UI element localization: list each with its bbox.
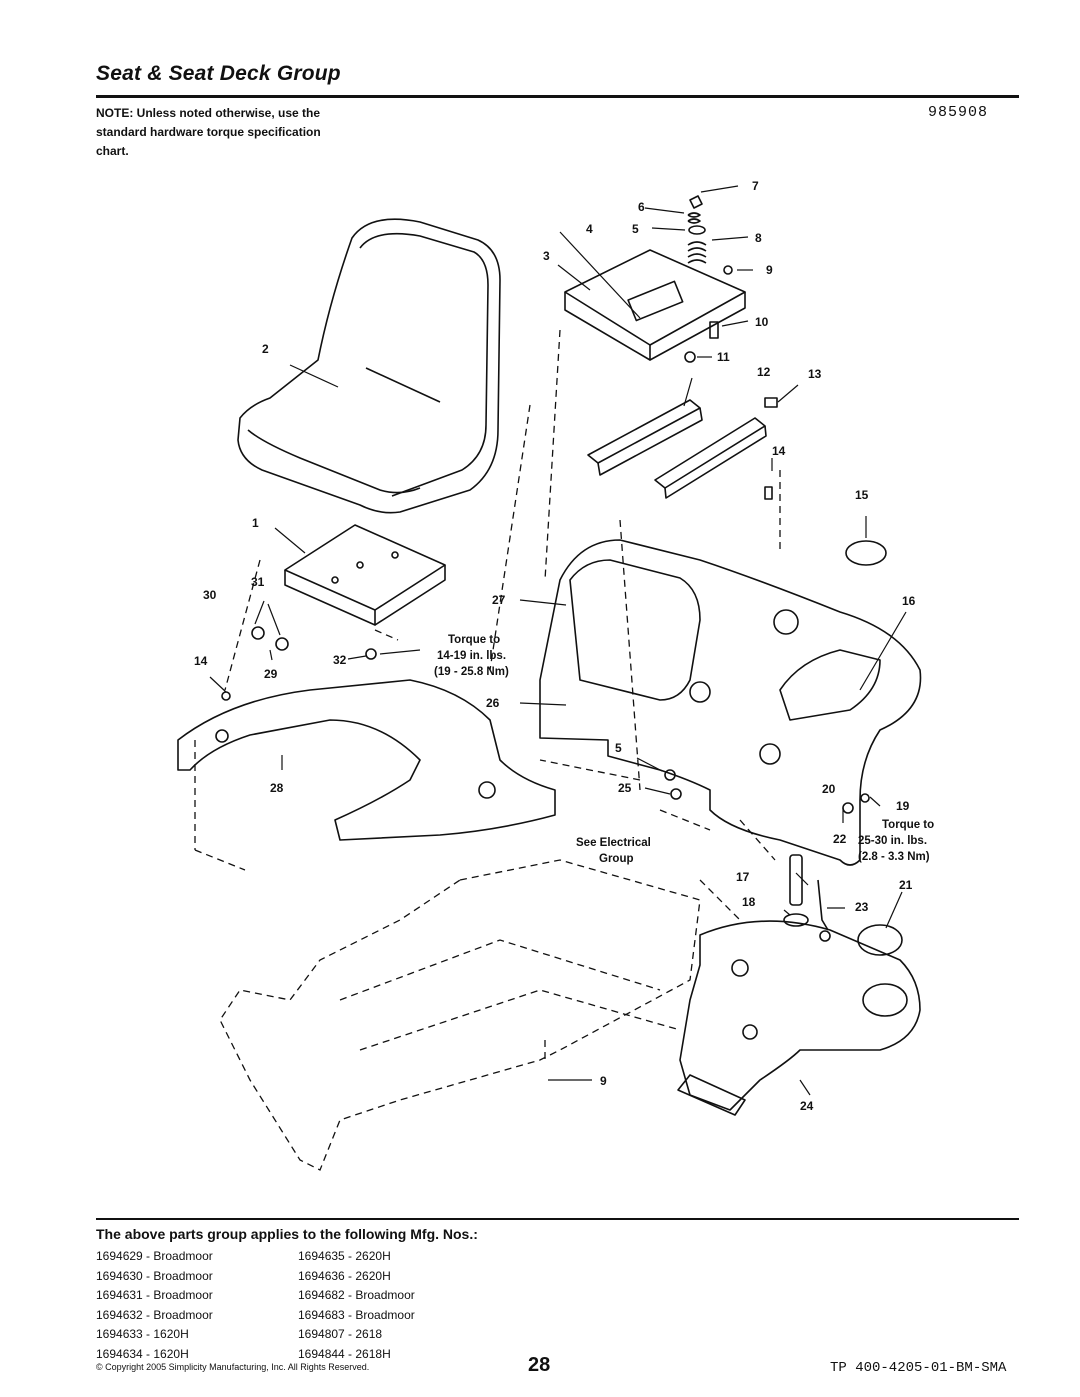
callout-32: 32 <box>333 653 347 667</box>
callout-25: 25 <box>618 781 632 795</box>
torque-label-a-line1: Torque to <box>448 634 500 646</box>
callout-28: 28 <box>270 781 284 795</box>
see-electrical-line2: Group <box>599 853 634 865</box>
callout-24: 24 <box>800 1099 814 1113</box>
callout-30: 30 <box>203 588 217 602</box>
document-number: 985908 <box>928 104 989 121</box>
callout-4: 4 <box>586 222 593 236</box>
callout-3: 3 <box>543 249 550 263</box>
callout-21: 21 <box>899 878 913 892</box>
mfg-item: 1694807 - 2618 <box>298 1327 383 1341</box>
seat-illustration <box>237 218 501 514</box>
callout-13: 13 <box>808 367 822 381</box>
page-number: 28 <box>528 1354 551 1376</box>
mfg-item: 1694629 - Broadmoor <box>96 1249 213 1263</box>
callout-23: 23 <box>855 900 869 914</box>
mfg-item: 1694844 - 2618H <box>298 1346 391 1361</box>
mfg-item: 1694682 - Broadmoor <box>298 1288 415 1302</box>
mfg-item: 1694635 - 2620H <box>298 1249 391 1263</box>
callout-26: 26 <box>486 696 500 710</box>
torque-note: NOTE: Unless noted otherwise, use the st… <box>96 106 321 158</box>
callout-22: 22 <box>833 832 847 846</box>
torque-label-b-line2: 25-30 in. lbs. <box>858 835 927 847</box>
callout-19: 19 <box>896 799 910 813</box>
torque-label-b-line3: (2.8 - 3.3 Nm) <box>858 851 930 863</box>
callout-20: 20 <box>822 782 836 796</box>
mfg-item: 1694630 - Broadmoor <box>96 1268 213 1283</box>
callout-10: 10 <box>755 315 769 329</box>
callout-2: 2 <box>262 342 269 356</box>
torque-label-a-line3: (19 - 25.8 Nm) <box>434 666 509 678</box>
callout-14: 14 <box>772 444 786 458</box>
mfg-item: 1694634 - 1620H <box>96 1346 189 1361</box>
section-rule <box>96 1218 1019 1220</box>
seat-deck-illustration <box>177 679 556 841</box>
callout-27: 27 <box>492 593 506 607</box>
callout-12: 12 <box>757 365 771 379</box>
callout-17: 17 <box>736 870 750 884</box>
callout-8: 8 <box>755 231 762 245</box>
tp-number: TP 400-4205-01-BM-SMA <box>830 1360 1007 1376</box>
mfg-list-col2: 1694635 - 2620H 1694636 - 2620H 1694682 … <box>298 1247 415 1364</box>
callout-29: 29 <box>264 667 278 681</box>
mfg-item: 1694632 - Broadmoor <box>96 1307 213 1322</box>
callout-6: 6 <box>638 200 645 214</box>
chassis-frame-illustration <box>219 859 701 1171</box>
mfg-item: 1694633 - 1620H <box>96 1327 189 1341</box>
fender-illustration <box>539 539 922 866</box>
callout-16: 16 <box>902 594 916 608</box>
mfg-list-col1: 1694629 - Broadmoor 1694630 - Broadmoor … <box>96 1247 213 1364</box>
callout-7: 7 <box>752 179 759 193</box>
callout-5: 5 <box>632 222 639 236</box>
mfg-item: 1694683 - Broadmoor <box>298 1307 415 1322</box>
torque-label-a-line2: 14-19 in. lbs. <box>437 650 506 662</box>
mfg-item: 1694636 - 2620H <box>298 1268 391 1283</box>
callout-14-lower: 14 <box>194 654 208 668</box>
callout-1: 1 <box>252 516 259 530</box>
page-title: Seat & Seat Deck Group <box>96 62 341 85</box>
applies-heading: The above parts group applies to the fol… <box>96 1226 478 1242</box>
see-electrical-line1: See Electrical <box>576 837 651 849</box>
fuel-tank-illustration <box>679 920 921 1111</box>
mfg-item: 1694631 - Broadmoor <box>96 1288 213 1302</box>
callout-9-lower: 9 <box>600 1074 607 1088</box>
seat-plate-illustration <box>284 524 446 611</box>
copyright-notice: © Copyright 2005 Simplicity Manufacturin… <box>96 1362 370 1372</box>
callout-15: 15 <box>855 488 869 502</box>
seat-rail-illustration <box>587 399 701 464</box>
title-rule <box>96 95 1019 98</box>
callout-5-lower: 5 <box>615 741 622 755</box>
callout-11: 11 <box>717 350 730 364</box>
torque-label-b-line1: Torque to <box>882 819 934 831</box>
callout-18: 18 <box>742 895 756 909</box>
callout-9: 9 <box>766 263 773 277</box>
callout-31: 31 <box>251 575 265 589</box>
